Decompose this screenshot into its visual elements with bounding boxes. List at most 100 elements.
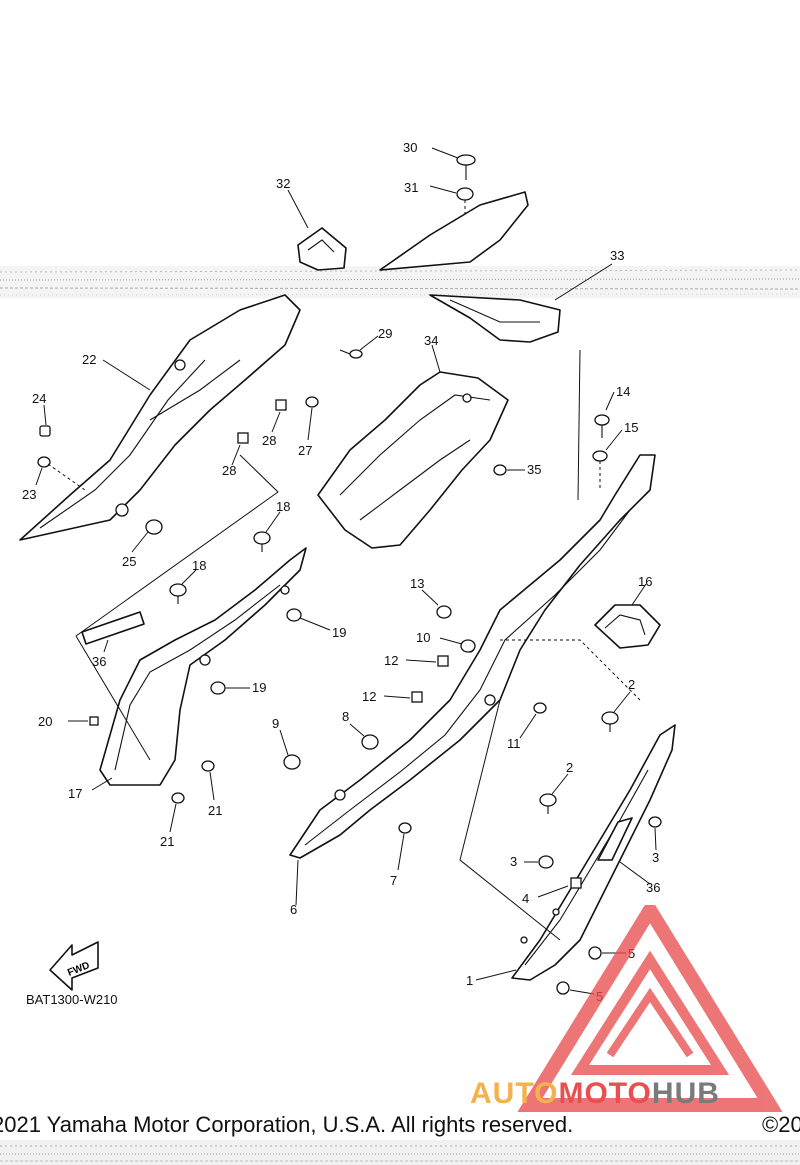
grommet-3a (524, 855, 554, 869)
grommet-9 (279, 729, 301, 770)
ref-line-centre (459, 699, 561, 941)
bolt-18b (169, 569, 197, 604)
callout-1: 1 (466, 973, 473, 988)
callout-10: 10 (416, 630, 430, 645)
collar-25 (131, 519, 163, 553)
watermark-auto: AUTO (470, 1077, 559, 1110)
callout-36a: 36 (92, 654, 106, 669)
inner-cover-22 (19, 294, 301, 541)
watermark-hub: HUB (651, 1077, 720, 1110)
callout-22: 22 (82, 352, 96, 367)
clip-4 (537, 877, 582, 898)
callout-36b: 36 (646, 880, 660, 895)
grommet-19a (286, 608, 331, 631)
bolt-10 (439, 637, 476, 653)
side-panel-17 (91, 547, 307, 791)
bolt-2a (601, 691, 631, 732)
bolt-18a (253, 511, 281, 552)
callout-7: 7 (390, 873, 397, 888)
callout-18a: 18 (276, 499, 290, 514)
callout-32: 32 (276, 176, 290, 191)
dash-line-centre (500, 639, 641, 701)
copyright-text: 2021 Yamaha Motor Corporation, U.S.A. Al… (0, 1112, 574, 1137)
clip-12a (405, 655, 449, 667)
callout-27: 27 (298, 443, 312, 458)
grommet-24 (39, 404, 51, 437)
callout-19b: 19 (252, 680, 266, 695)
undertray-34 (317, 344, 509, 549)
callout-15: 15 (624, 420, 638, 435)
callout-21a: 21 (208, 803, 222, 818)
frame-cover-33 (379, 191, 613, 343)
copyright-text-right: ©20 (762, 1112, 800, 1137)
watermark-moto: MOTO (558, 1077, 652, 1110)
decal-36a (81, 611, 145, 653)
screw-14 (594, 391, 615, 438)
copyright-footer: 2021 Yamaha Motor Corporation, U.S.A. Al… (0, 1112, 800, 1138)
bolt-2b (539, 773, 569, 814)
automotohub-watermark: AUTOMOTOHUB (460, 896, 800, 1120)
callout-31: 31 (404, 180, 418, 195)
callout-30: 30 (403, 140, 417, 155)
bolt-30 (431, 147, 476, 180)
callout-4: 4 (522, 891, 529, 906)
decal-36b (597, 817, 651, 885)
screw-5b (556, 981, 595, 995)
callout-19a: 19 (332, 625, 346, 640)
callout-16: 16 (638, 574, 652, 589)
callout-28b: 28 (222, 463, 236, 478)
screw-7 (397, 822, 412, 871)
grommet-19b (210, 681, 250, 695)
callout-14: 14 (616, 384, 630, 399)
callout-24: 24 (32, 391, 46, 406)
grommet-21a (201, 760, 215, 801)
clip-28b (231, 432, 249, 466)
callout-13: 13 (410, 576, 424, 591)
callout-2b: 2 (566, 760, 573, 775)
callout-2a: 2 (628, 677, 635, 692)
callout-11: 11 (507, 736, 521, 751)
callout-20: 20 (38, 714, 52, 729)
rivet-27 (305, 396, 319, 441)
callout-12a: 12 (384, 653, 398, 668)
callout-23: 23 (22, 487, 36, 502)
callout-35: 35 (527, 462, 541, 477)
nut-13 (421, 589, 452, 619)
collar-15 (592, 429, 623, 490)
callout-33: 33 (610, 248, 624, 263)
ref-line-left (75, 635, 151, 761)
clip-20 (68, 716, 99, 726)
ref-line-upper-left (75, 454, 279, 637)
bracket-16 (594, 583, 661, 649)
callout-12b: 12 (362, 689, 376, 704)
callout-5a: 5 (628, 946, 635, 961)
scan-noise-band-bottom (0, 1140, 800, 1165)
ref-line-right (577, 349, 581, 501)
rivet-11 (519, 702, 547, 739)
collar-8 (349, 723, 379, 750)
diagram-code: BAT1300-W210 (26, 992, 118, 1007)
watermark-wordmark: AUTOMOTOHUB (470, 1077, 720, 1111)
callout-3b: 3 (652, 850, 659, 865)
watermark-logo-icon (517, 896, 783, 1112)
callout-34: 34 (424, 333, 438, 348)
callout-6: 6 (290, 902, 297, 917)
callout-3a: 3 (510, 854, 517, 869)
callout-17: 17 (68, 786, 82, 801)
callout-29: 29 (378, 326, 392, 341)
collar-31 (429, 185, 474, 225)
screw-29 (339, 335, 379, 359)
grommet-21b (169, 792, 185, 833)
grommet-3b (648, 816, 662, 851)
callout-21b: 21 (160, 834, 174, 849)
callout-18b: 18 (192, 558, 206, 573)
side-cover-1 (475, 724, 676, 981)
callout-9: 9 (272, 716, 279, 731)
callout-28a: 28 (262, 433, 276, 448)
fwd-arrow-icon: FWD (49, 941, 99, 991)
bolt-23 (35, 456, 86, 491)
clip-12b (383, 691, 423, 703)
clip-28a (271, 399, 287, 433)
scan-noise-band-top (0, 266, 800, 298)
